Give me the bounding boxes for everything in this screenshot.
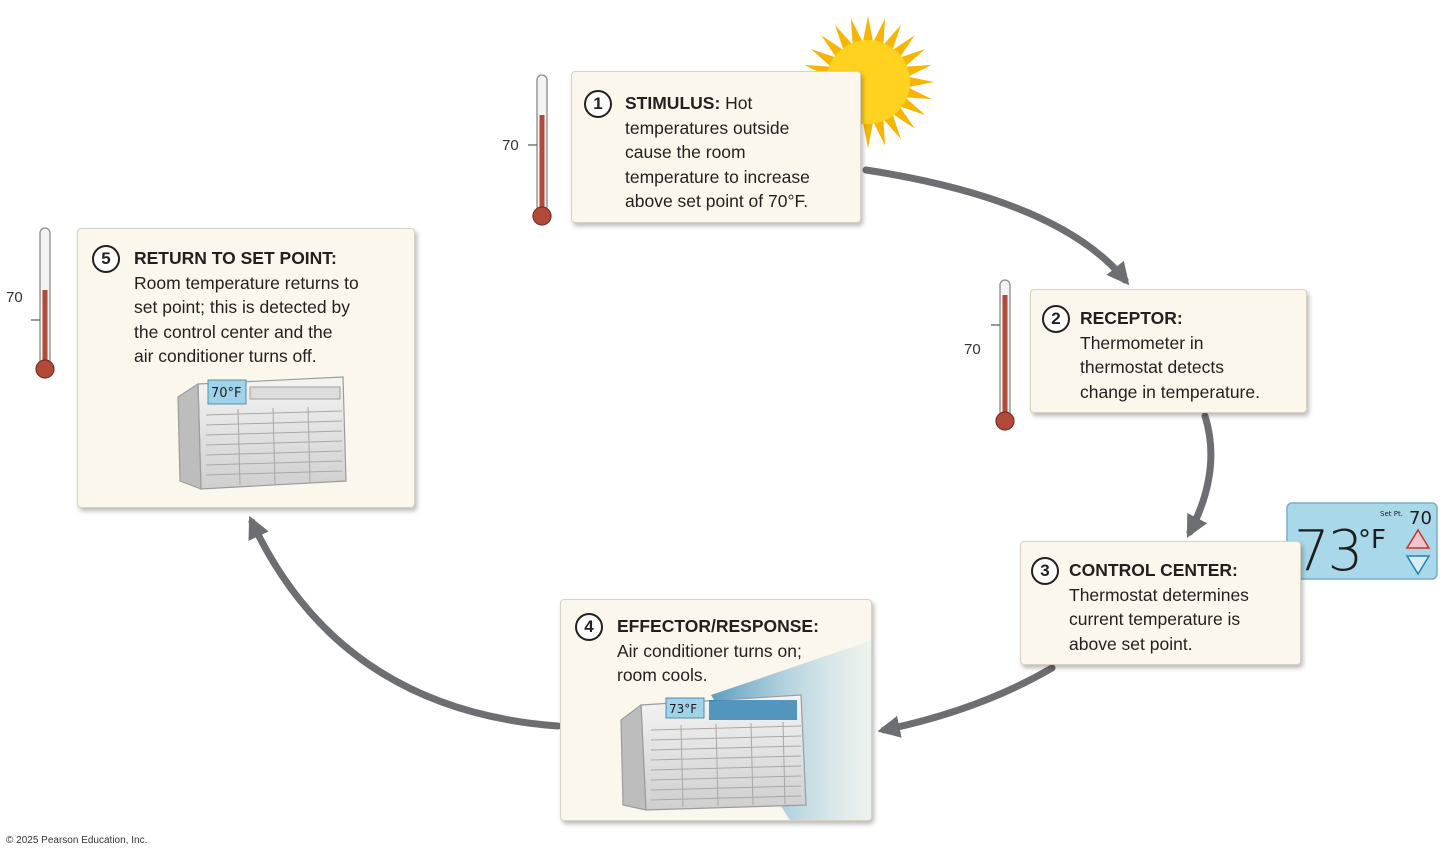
thermometer-label: 70: [6, 289, 23, 306]
air-conditioner-off: 70°F: [177, 376, 347, 490]
step-number-badge: 1: [584, 90, 612, 118]
step-4-text: EFFECTOR/RESPONSE: Air conditioner turns…: [617, 616, 819, 685]
arrow-3-to-4: [877, 664, 1056, 738]
step-2-box: 2 RECEPTOR: Thermometer in thermostat de…: [1030, 289, 1307, 413]
arrow-4-to-5: [248, 515, 562, 730]
step-5-text: RETURN TO SET POINT: Room temperature re…: [134, 248, 359, 366]
thermometer-label: 70: [964, 341, 981, 358]
step-3-box: 3 CONTROL CENTER: Thermostat determines …: [1020, 541, 1301, 665]
thermometer-icon: [528, 74, 552, 226]
step-number-badge: 2: [1042, 305, 1070, 333]
ac-display-reading: 73°F: [669, 702, 697, 716]
air-conditioner-on: 73°F: [620, 640, 871, 820]
ac-display-reading: 70°F: [211, 386, 242, 401]
step-title: STIMULUS:: [625, 93, 721, 113]
cycle-arrows: [248, 166, 1215, 738]
step-title: RETURN TO SET POINT:: [134, 248, 337, 268]
step-number-badge: 5: [92, 245, 120, 273]
down-arrow-icon: [1405, 555, 1431, 576]
arrow-2-to-3: [1186, 412, 1215, 538]
step-number-badge: 4: [575, 613, 603, 641]
thermostat-set-value: 70: [1409, 508, 1432, 529]
step-1-box: 1 STIMULUS: Hot temperatures outside cau…: [571, 71, 861, 223]
thermometer-icon: [31, 227, 55, 379]
thermostat-reading: 73: [1294, 519, 1361, 584]
thermometer-label: 70: [502, 137, 519, 154]
step-3-text: CONTROL CENTER: Thermostat determines cu…: [1069, 560, 1249, 654]
up-arrow-icon: [1405, 528, 1431, 549]
copyright-notice: © 2025 Pearson Education, Inc.: [6, 835, 148, 846]
arrow-1-to-2: [862, 166, 1130, 286]
step-5-box: 70°F 5 RETURN TO SET POINT: Room tempera…: [77, 228, 415, 508]
step-2-text: RECEPTOR: Thermometer in thermostat dete…: [1080, 308, 1260, 402]
step-title: RECEPTOR:: [1080, 308, 1183, 328]
step-title: EFFECTOR/RESPONSE:: [617, 616, 819, 636]
step-1-text: STIMULUS: Hot temperatures outside cause…: [625, 93, 810, 211]
thermostat-display: 73 °F Set Pt. 70: [1286, 502, 1438, 584]
step-4-box: 73°F 4 EFFECTOR/RESPONSE: Air conditione…: [560, 599, 872, 821]
thermostat-unit: °F: [1358, 525, 1386, 555]
thermometer-icon: [991, 279, 1015, 431]
thermostat-set-label: Set Pt.: [1380, 510, 1403, 518]
step-number-badge: 3: [1031, 557, 1059, 585]
step-title: CONTROL CENTER:: [1069, 560, 1238, 580]
